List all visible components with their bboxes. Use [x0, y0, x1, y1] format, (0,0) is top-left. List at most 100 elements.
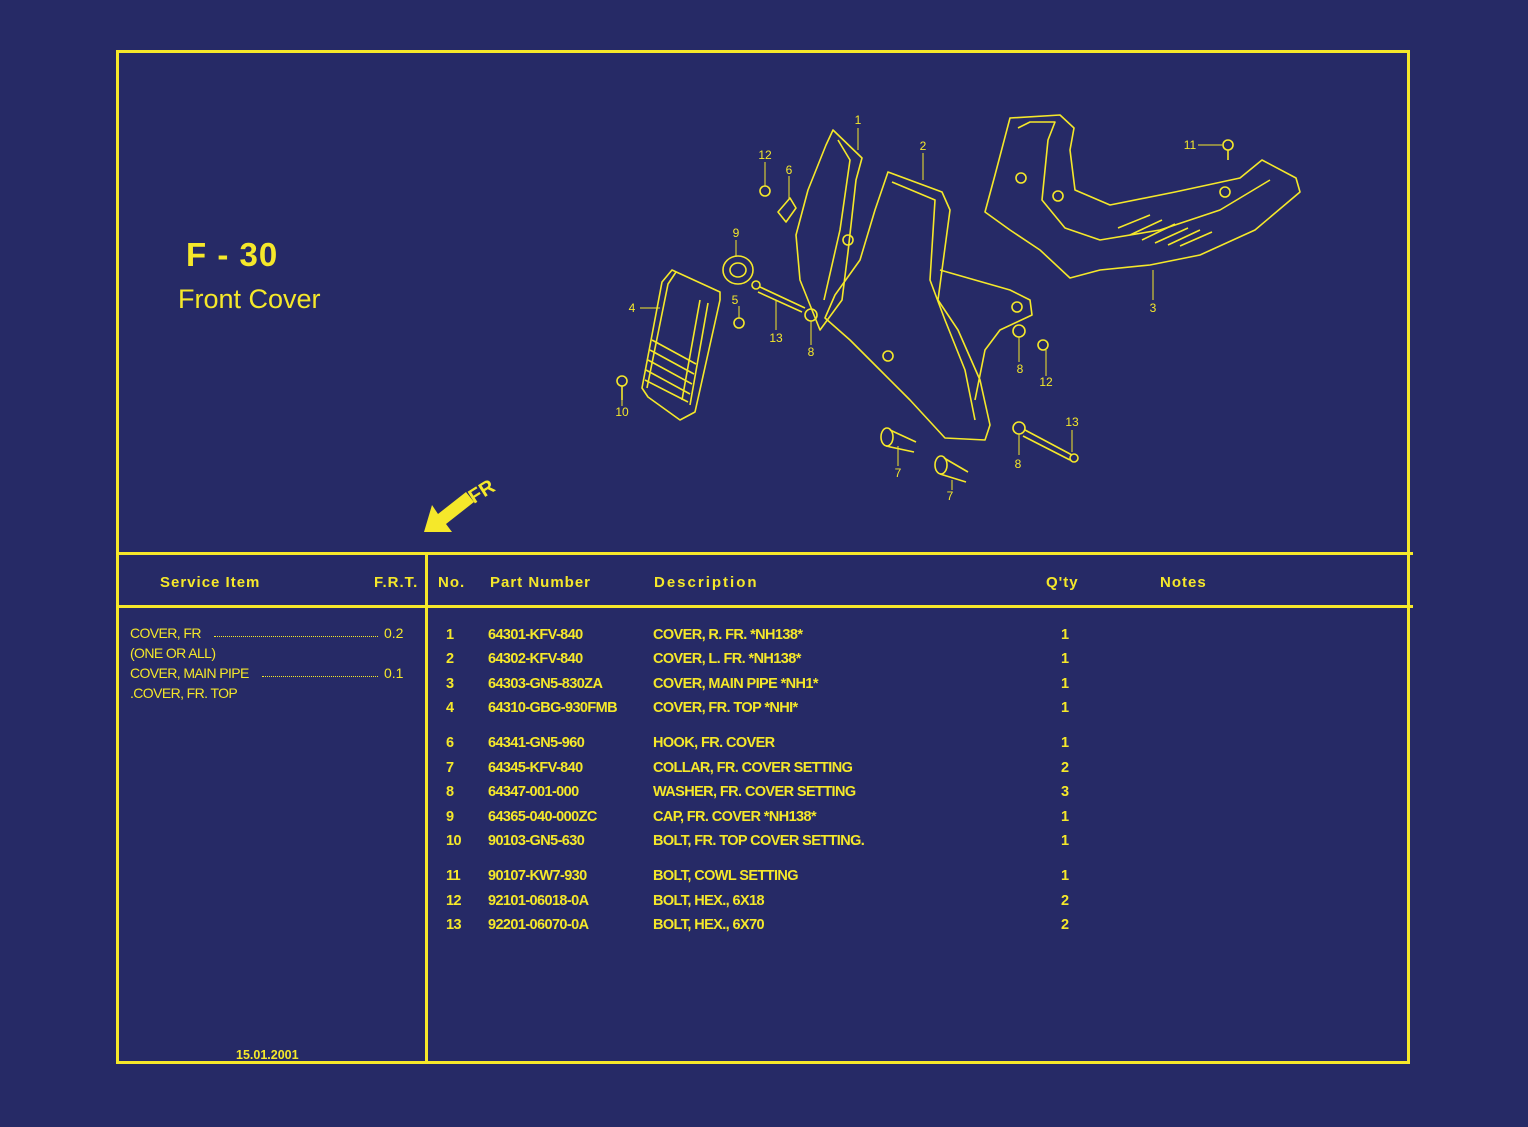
row-part-number: 64302-KFV-840: [488, 651, 583, 667]
part-washer: [1012, 324, 1026, 338]
callout-label: 10: [615, 405, 629, 419]
row-no: 2: [446, 651, 454, 667]
row-no: 3: [446, 676, 454, 692]
header-qty: Q'ty: [1046, 574, 1079, 591]
row-description: COVER, FR. TOP *NHI*: [653, 700, 798, 716]
part-hook: [759, 185, 797, 223]
row-description: BOLT, FR. TOP COVER SETTING.: [653, 833, 865, 849]
parts-row: 2 64302-KFV-840 COVER, L. FR. *NH138* 1: [0, 651, 1528, 673]
row-description: BOLT, COWL SETTING: [653, 868, 799, 884]
forward-direction-arrow: [424, 492, 474, 532]
row-part-number: 64303-GN5-830ZA: [488, 676, 603, 692]
divider-service-parts: [425, 552, 428, 1064]
part-collar: [880, 427, 917, 453]
row-part-number: 92101-06018-0A: [488, 893, 589, 909]
figure-code: F - 30: [186, 236, 279, 273]
header-notes: Notes: [1160, 574, 1207, 591]
figure-name: Front Cover: [178, 284, 321, 314]
row-qty: 2: [1061, 917, 1069, 933]
row-description: WASHER, FR. COVER SETTING: [653, 784, 856, 800]
row-part-number: 64341-GN5-960: [488, 735, 585, 751]
service-item-line: COVER, MAIN PIPE: [130, 665, 249, 681]
parts-row: 10 90103-GN5-630 BOLT, FR. TOP COVER SET…: [0, 833, 1528, 855]
part-left-front-cover: [824, 171, 1033, 441]
issue-date: 15.01.2001: [236, 1048, 299, 1062]
part-bolt-10: [616, 375, 628, 400]
service-item-line: COVER, FR: [130, 625, 201, 641]
part-cap: [722, 255, 754, 285]
row-no: 13: [446, 917, 462, 933]
service-frt-value: 0.2: [384, 625, 404, 641]
header-description: Description: [654, 574, 759, 591]
row-no: 12: [446, 893, 462, 909]
parts-row: 12 92101-06018-0A BOLT, HEX., 6X18 2: [0, 893, 1528, 915]
header-frt: F.R.T.: [374, 574, 419, 591]
row-description: HOOK, FR. COVER: [653, 735, 775, 751]
sheet-frame: [116, 50, 1410, 1064]
callout-label: 5: [732, 293, 739, 307]
row-no: 1: [446, 627, 454, 643]
row-no: 6: [446, 735, 454, 751]
part-bolt-5: [733, 317, 745, 329]
callout-label: 8: [1015, 457, 1022, 471]
row-qty: 1: [1061, 735, 1069, 751]
part-bolt-11: [1222, 139, 1234, 160]
parts-row: 9 64365-040-000ZC CAP, FR. COVER *NH138*…: [0, 809, 1528, 831]
callout-label: 7: [947, 489, 954, 503]
callout-label: 7: [895, 466, 902, 480]
row-qty: 1: [1061, 627, 1069, 643]
parts-row: 4 64310-GBG-930FMB COVER, FR. TOP *NHI* …: [0, 700, 1528, 722]
row-description: COLLAR, FR. COVER SETTING: [653, 760, 853, 776]
row-qty: 1: [1061, 651, 1069, 667]
row-no: 9: [446, 809, 454, 825]
row-no: 4: [446, 700, 454, 716]
callout-label: 8: [808, 345, 815, 359]
row-qty: 1: [1061, 833, 1069, 849]
callout-label: 2: [920, 139, 927, 153]
row-qty: 1: [1061, 700, 1069, 716]
callout-label: 1: [855, 113, 862, 127]
row-description: COVER, R. FR. *NH138*: [653, 627, 803, 643]
callout-label: 12: [758, 148, 772, 162]
header-service-item: Service Item: [160, 574, 261, 591]
divider-diagram-table: [116, 552, 1413, 555]
callout-label: 12: [1039, 375, 1053, 389]
service-item-line: (ONE OR ALL): [130, 645, 216, 661]
callout-label: 9: [733, 226, 740, 240]
row-description: COVER, MAIN PIPE *NH1*: [653, 676, 818, 692]
parts-row: 11 90107-KW7-930 BOLT, COWL SETTING 1: [0, 868, 1528, 890]
part-washer: [1012, 421, 1026, 435]
row-part-number: 64301-KFV-840: [488, 627, 583, 643]
callout-label: 3: [1150, 301, 1157, 315]
row-description: BOLT, HEX., 6X70: [653, 917, 765, 933]
leader-dots: [262, 676, 378, 677]
callout-label: 6: [786, 163, 793, 177]
parts-row: 8 64347-001-000 WASHER, FR. COVER SETTIN…: [0, 784, 1528, 806]
row-part-number: 64347-001-000: [488, 784, 579, 800]
callout-label: 13: [769, 331, 783, 345]
row-part-number: 92201-06070-0A: [488, 917, 589, 933]
row-part-number: 90103-GN5-630: [488, 833, 585, 849]
row-qty: 1: [1061, 809, 1069, 825]
part-right-front-cover: [795, 129, 863, 331]
header-part-number: Part Number: [490, 574, 592, 591]
parts-row: 7 64345-KFV-840 COLLAR, FR. COVER SETTIN…: [0, 760, 1528, 782]
row-no: 10: [446, 833, 462, 849]
row-no: 7: [446, 760, 454, 776]
row-part-number: 90107-KW7-930: [488, 868, 587, 884]
callout-label: 11: [1184, 138, 1197, 152]
part-washer: [804, 308, 818, 322]
row-qty: 3: [1061, 784, 1069, 800]
callout-label: 4: [629, 301, 636, 315]
row-description: BOLT, HEX., 6X18: [653, 893, 765, 909]
row-no: 11: [446, 868, 461, 884]
callout-label: 8: [1017, 362, 1024, 376]
part-main-pipe-cover: [984, 114, 1301, 279]
part-bolt-12: [1037, 339, 1049, 351]
part-long-bolt-lower: [1022, 429, 1079, 463]
row-no: 8: [446, 784, 454, 800]
callout-label: 13: [1065, 415, 1079, 429]
service-frt-value: 0.1: [384, 665, 404, 681]
part-long-bolt-upper: [751, 280, 806, 313]
